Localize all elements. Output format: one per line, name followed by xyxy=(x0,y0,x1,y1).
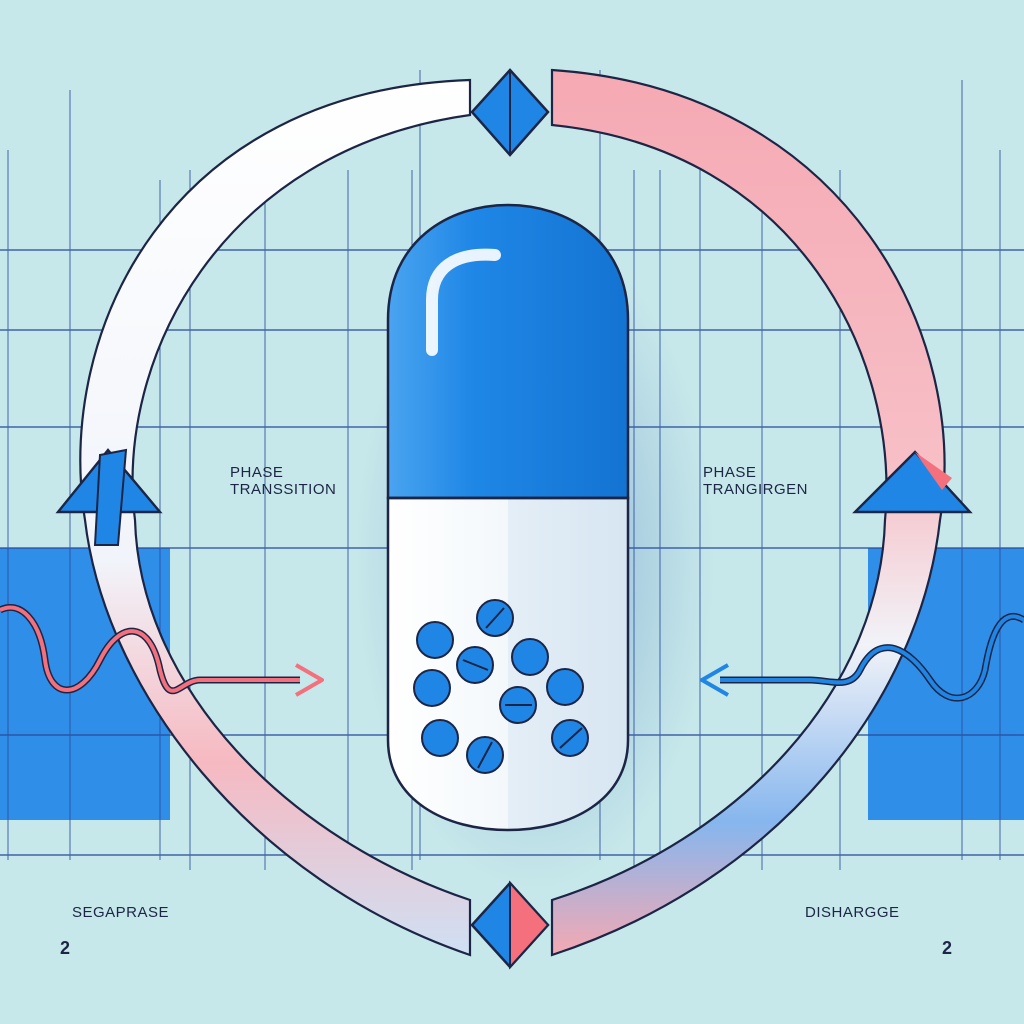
left-wave-signal xyxy=(0,604,324,697)
bottom-diamond-marker xyxy=(470,880,550,970)
right-phase-line2: TRANGIRGEN xyxy=(703,481,809,498)
tablet-icon xyxy=(421,719,459,757)
tablet-icon xyxy=(413,669,451,707)
bottom-right-label: DISHARGGE xyxy=(805,904,900,921)
tablet-icon xyxy=(546,668,584,706)
arrowhead-up-icon-left xyxy=(55,448,163,546)
bottom-right-number: 2 xyxy=(942,938,953,958)
left-phase-label: PHASE TRANSSITION xyxy=(230,464,336,498)
bottom-left-label: SEGAPRASE xyxy=(72,904,170,921)
tablet-icon xyxy=(416,621,454,659)
bottom-left-number: 2 xyxy=(60,938,71,958)
tablet-icon xyxy=(551,719,589,757)
left-phase-line1: PHASE xyxy=(230,464,284,481)
tablet-icon xyxy=(476,599,514,637)
top-diamond-marker xyxy=(470,68,550,157)
tablets-group xyxy=(413,599,589,774)
left-phase-line2: TRANSSITION xyxy=(230,481,337,498)
right-phase-line1: PHASE xyxy=(703,464,757,481)
tablet-icon xyxy=(456,646,494,684)
right-wave-signal xyxy=(700,613,1024,702)
right-phase-label: PHASE TRANGIRGEN xyxy=(703,464,808,498)
cycle-ring-left xyxy=(79,78,472,957)
tablet-icon xyxy=(511,638,549,676)
tablet-icon xyxy=(499,686,537,724)
arrowhead-up-icon-right xyxy=(852,450,973,514)
tablet-icon xyxy=(466,736,504,774)
cycle-ring-right xyxy=(550,68,946,957)
